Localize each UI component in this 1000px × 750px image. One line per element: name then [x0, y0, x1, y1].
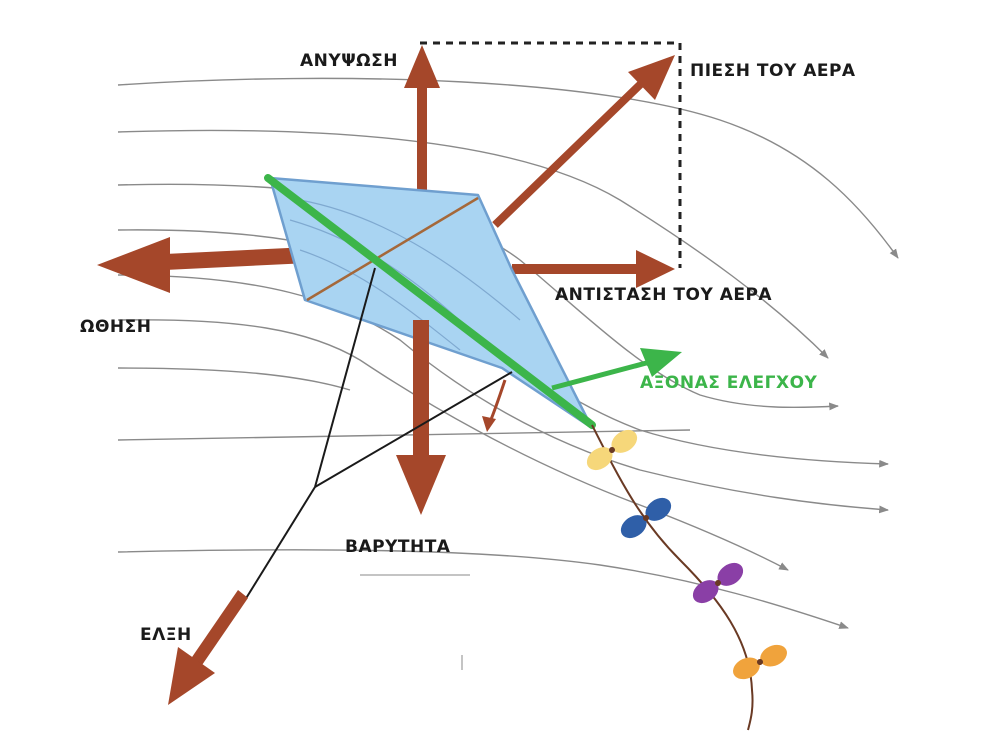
kite-tail — [586, 424, 787, 731]
bow-purple — [692, 562, 744, 604]
labels: ΑΝΥΨΩΣΗ ΠΙΕΣΗ ΤΟΥ ΑΕΡΑ ΑΝΤΙΣΤΑΣΗ ΤΟΥ ΑΕΡ… — [80, 51, 856, 645]
gravity-arrow — [396, 320, 446, 515]
control-axis-label: ΑΞΟΝΑΣ ΕΛΕΓΧΟΥ — [640, 373, 818, 393]
traction-arrow — [168, 590, 248, 705]
thrust-arrow — [97, 237, 330, 293]
control-axis — [264, 174, 682, 429]
bridle-strings — [244, 267, 513, 601]
airflow-line — [117, 319, 789, 571]
bow-yellow — [586, 429, 638, 471]
bow-blue — [620, 497, 672, 539]
airflow-line — [117, 549, 849, 629]
thrust-label: ΩΘΗΣΗ — [80, 317, 151, 337]
dashed-resolution-box — [420, 41, 682, 268]
lift-label: ΑΝΥΨΩΣΗ — [300, 51, 398, 71]
airflow-line — [117, 77, 899, 259]
traction-label: ΕΛΞΗ — [140, 625, 192, 645]
air-resistance-arrow — [512, 250, 675, 288]
air-resistance-label: ΑΝΤΙΣΤΑΣΗ ΤΟΥ ΑΕΡΑ — [555, 285, 772, 305]
gravity-label: ΒΑΡΥΤΗΤΑ — [345, 537, 451, 557]
airflow-line — [117, 129, 829, 359]
air-pressure-label: ΠΙΕΣΗ ΤΟΥ ΑΕΡΑ — [690, 61, 856, 81]
angle-arrow — [482, 379, 507, 432]
kite-spar — [306, 196, 479, 302]
airflow-line — [117, 367, 351, 391]
bow-orange — [733, 644, 787, 680]
lift-arrow — [404, 45, 440, 202]
airflow-line — [117, 274, 889, 514]
air-pressure-arrow — [492, 55, 675, 228]
